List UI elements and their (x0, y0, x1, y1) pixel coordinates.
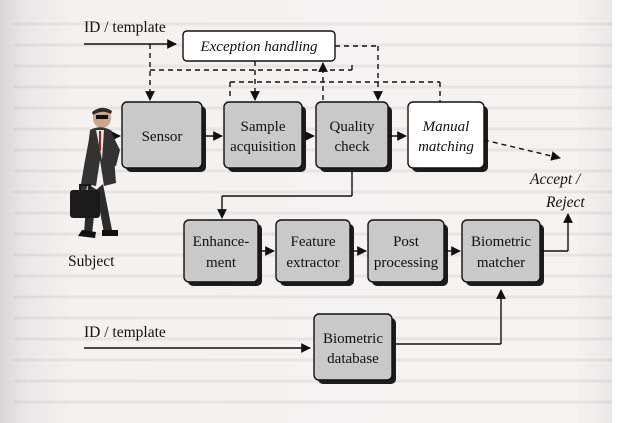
post-processing-label-2: processing (374, 255, 439, 271)
top-id-template-label: ID / template (84, 19, 166, 36)
biometric-matcher-label-1: Biometric (471, 234, 531, 250)
biometric-matcher-box (461, 219, 541, 283)
reject-label: Reject (545, 194, 585, 211)
post-processing-label-1: Post (393, 234, 420, 250)
sample-acquisition-label-1: Sample (241, 119, 286, 135)
exception-handling-label: Exception handling (199, 39, 318, 55)
subject-label: Subject (68, 253, 115, 270)
quality-check-label-1: Quality (330, 119, 375, 135)
manual-matching-label-2: matching (418, 139, 474, 155)
sample-acquisition-box (223, 101, 303, 169)
bottom-id-template-label: ID / template (84, 324, 166, 341)
enhancement-label-1: Enhance- (193, 234, 250, 250)
enhancement-label-2: ment (206, 255, 237, 271)
accept-label: Accept / (529, 171, 582, 188)
page-edge (612, 0, 624, 423)
feature-extractor-box (275, 219, 351, 283)
manual-to-accept-dashed-arrow (483, 139, 561, 161)
manual-matching-label-1: Manual (422, 119, 470, 135)
sensor-label: Sensor (142, 129, 183, 145)
post-processing-box (367, 219, 445, 283)
quality-check-label-2: check (335, 139, 370, 155)
biometric-database-label-2: database (327, 351, 379, 367)
quality-check-box (315, 101, 389, 169)
biometric-matcher-label-2: matcher (477, 255, 525, 271)
manual-matching-box (407, 101, 485, 169)
biometric-database-label-1: Biometric (323, 331, 383, 347)
sample-acquisition-label-2: acquisition (230, 139, 296, 155)
biometric-database-box (313, 313, 393, 381)
sensor-box (121, 101, 203, 169)
enhancement-box (183, 219, 259, 283)
feature-extractor-label-1: Feature (291, 234, 336, 250)
walking-person-with-briefcase-icon (70, 107, 120, 238)
feature-extractor-label-2: extractor (286, 255, 339, 271)
